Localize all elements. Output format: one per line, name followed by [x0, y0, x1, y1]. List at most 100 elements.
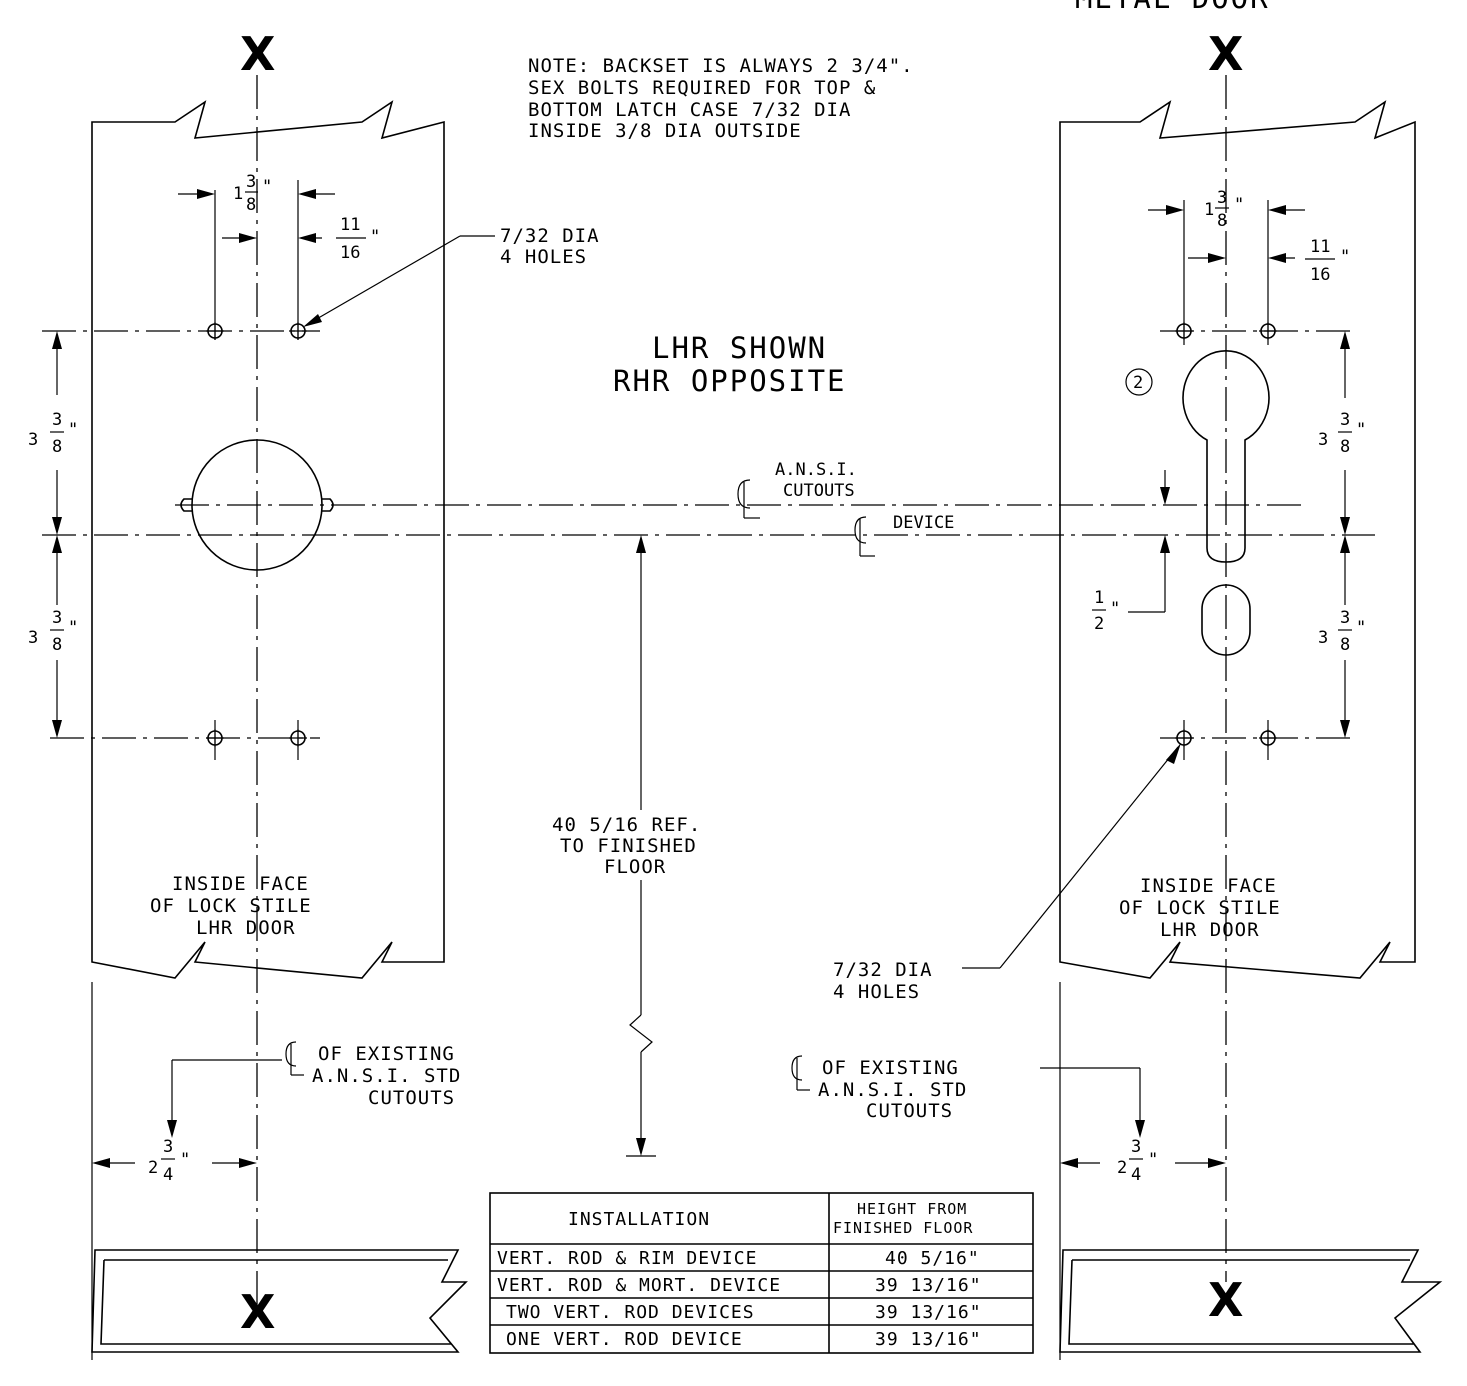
left-dim-11-16-unit: ": [370, 227, 380, 247]
left-lower-dim-unit: ": [68, 618, 78, 638]
right-hole-bottom-right: [1259, 729, 1277, 747]
right-dim-1-3-8-den: 8: [1217, 211, 1227, 231]
right-dim-1-3-8-unit: ": [1234, 195, 1244, 215]
table-header-installation: INSTALLATION: [568, 1209, 710, 1230]
table-row-installation: VERT. ROD & MORT. DEVICE: [497, 1275, 781, 1296]
left-hole-top-right: [289, 322, 307, 340]
table-row-installation: VERT. ROD & RIM DEVICE: [497, 1248, 757, 1269]
right-backset-unit: ": [1148, 1150, 1158, 1170]
left-existing-cl-3: CUTOUTS: [368, 1087, 455, 1109]
floor-ref-line-1: 40 5/16 REF.: [552, 814, 701, 836]
floor-ref-line-2: TO FINISHED: [560, 835, 697, 857]
left-hole-bottom-left: [206, 729, 224, 747]
centerline-symbol-ansi: [737, 479, 760, 519]
left-hole-top-left: [206, 322, 224, 340]
table-header-height-1: HEIGHT FROM: [857, 1200, 967, 1218]
right-hole-callout-1: 7/32 DIA: [833, 959, 933, 981]
table-row-height: 40 5/16": [885, 1248, 980, 1269]
left-backset-den: 4: [163, 1165, 173, 1185]
left-upper-dim-whole: 3: [28, 430, 38, 450]
right-hole-top-left: [1175, 322, 1193, 340]
left-door: X X 1 3 8 " 11: [28, 27, 600, 1360]
left-dim-1-3-8-den: 8: [246, 195, 256, 215]
left-upper-dim-unit: ": [68, 420, 78, 440]
left-backset-unit: ": [180, 1150, 190, 1170]
left-door-outline: [91, 100, 445, 979]
right-bottom-plate: [1059, 1249, 1443, 1353]
metal-door-title: METAL DOOR: [1075, 0, 1270, 15]
left-face-label-1: INSIDE FACE: [172, 873, 309, 895]
right-upper-dim-num: 3: [1340, 410, 1350, 430]
left-backset-whole: 2: [148, 1158, 158, 1178]
left-face-label-2: OF LOCK STILE: [150, 895, 312, 917]
right-face-label-1: INSIDE FACE: [1140, 875, 1277, 897]
right-existing-cl-1: OF EXISTING: [822, 1057, 959, 1079]
right-dim-11-16-num: 11: [1310, 237, 1330, 257]
table-row-height: 39 13/16": [875, 1329, 982, 1350]
right-face-label-2: OF LOCK STILE: [1119, 897, 1281, 919]
device-label: DEVICE: [893, 513, 954, 533]
left-x-bottom: X: [240, 1285, 275, 1339]
table-row-installation: TWO VERT. ROD DEVICES: [506, 1302, 755, 1323]
left-upper-dim-den: 8: [52, 437, 62, 457]
ansi-cutouts-label-2: CUTOUTS: [783, 481, 855, 501]
right-dim-1-3-8-num: 3: [1217, 188, 1227, 208]
left-hole-callout-1: 7/32 DIA: [500, 225, 600, 247]
right-door: X X 2 1 3 8 " 11: [791, 27, 1443, 1360]
table-row-height: 39 13/16": [875, 1275, 982, 1296]
left-dim-11-16-num: 11: [340, 215, 360, 235]
right-hole-bottom-left: [1175, 729, 1193, 747]
left-hole-bottom-right: [289, 729, 307, 747]
table-row-installation: ONE VERT. ROD DEVICE: [506, 1329, 743, 1350]
note-line-3: BOTTOM LATCH CASE 7/32 DIA: [528, 99, 851, 121]
left-existing-centerline-symbol: [285, 1041, 304, 1076]
item-number: 2: [1133, 373, 1143, 393]
view-label-line-2: RHR OPPOSITE: [613, 364, 847, 398]
height-table: INSTALLATION HEIGHT FROM FINISHED FLOOR …: [489, 1192, 1034, 1354]
note-line-4: INSIDE 3/8 DIA OUTSIDE: [528, 120, 802, 142]
right-existing-cl-2: A.N.S.I. STD: [818, 1079, 967, 1101]
left-x-top: X: [240, 27, 275, 81]
note-block: NOTE: BACKSET IS ALWAYS 2 3/4". SEX BOLT…: [528, 55, 913, 142]
left-cylinder-cutout: [180, 439, 334, 571]
right-existing-centerline-symbol: [791, 1055, 810, 1091]
right-upper-dim-unit: ": [1356, 420, 1366, 440]
floor-reference-dimension: 40 5/16 REF. TO FINISHED FLOOR: [552, 535, 701, 1157]
left-existing-cl-2: A.N.S.I. STD: [312, 1065, 461, 1087]
left-hole-callout-2: 4 HOLES: [500, 246, 587, 268]
left-bottom-plate: [91, 1249, 468, 1353]
right-dim-1-2-num: 1: [1094, 588, 1104, 608]
right-slot-cutout: [1201, 584, 1251, 656]
left-dim-11-16-den: 16: [340, 243, 360, 263]
right-existing-cl-3: CUTOUTS: [866, 1100, 953, 1122]
right-dim-1-3-8-whole: 1: [1204, 200, 1214, 220]
ansi-cutouts-label-1: A.N.S.I.: [775, 460, 857, 480]
left-dim-1-3-8-unit: ": [262, 177, 272, 197]
right-upper-dim-whole: 3: [1318, 430, 1328, 450]
left-dim-1-3-8-num: 3: [246, 172, 256, 192]
note-line-2: SEX BOLTS REQUIRED FOR TOP &: [528, 77, 876, 99]
right-hole-top-right: [1259, 322, 1277, 340]
left-dim-1-3-8-whole: 1: [233, 184, 243, 204]
right-dim-11-16-den: 16: [1310, 265, 1330, 285]
left-upper-dim-num: 3: [52, 410, 62, 430]
centerline-symbol-device: [854, 516, 875, 557]
right-dim-11-16-unit: ": [1340, 247, 1350, 267]
right-hole-callout-2: 4 HOLES: [833, 981, 920, 1003]
left-face-label-3: LHR DOOR: [196, 917, 296, 939]
left-lower-dim-den: 8: [52, 635, 62, 655]
left-backset-num: 3: [163, 1137, 173, 1157]
right-lower-dim-unit: ": [1356, 618, 1366, 638]
view-label-line-1: LHR SHOWN: [652, 331, 827, 365]
right-face-label-3: LHR DOOR: [1160, 919, 1260, 941]
right-x-bottom: X: [1208, 1273, 1243, 1327]
right-backset-whole: 2: [1117, 1158, 1127, 1178]
table-row-height: 39 13/16": [875, 1302, 982, 1323]
right-keyhole-cutout: [1182, 350, 1270, 563]
floor-ref-line-3: FLOOR: [604, 856, 666, 878]
right-dim-1-2-den: 2: [1094, 614, 1104, 634]
right-x-top: X: [1208, 27, 1243, 81]
left-existing-cl-1: OF EXISTING: [318, 1043, 455, 1065]
right-upper-dim-den: 8: [1340, 437, 1350, 457]
